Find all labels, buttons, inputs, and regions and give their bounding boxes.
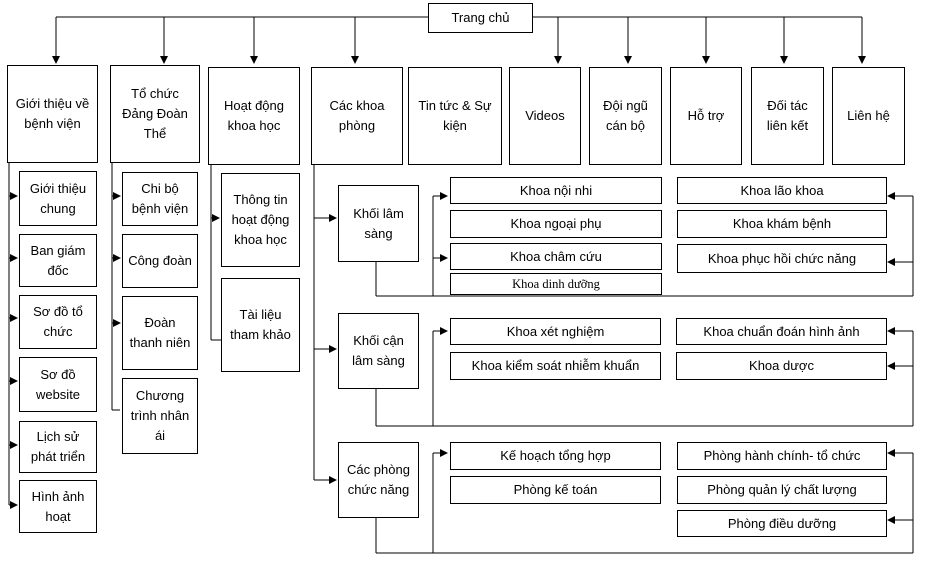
node-ke-hoach-tong-hop[interactable]: Kế hoạch tổng hợp xyxy=(450,442,661,470)
menu-doi-tac[interactable]: Đối tác liên kết xyxy=(751,67,824,165)
menu-lien-he[interactable]: Liên hệ xyxy=(832,67,905,165)
node-so-do-website[interactable]: Sơ đồ website xyxy=(19,357,97,412)
node-hinh-anh-hoat[interactable]: Hình ảnh hoạt xyxy=(19,480,97,533)
node-khoa-kham-benh[interactable]: Khoa khám bệnh xyxy=(677,210,887,238)
node-doan-thanh-nien[interactable]: Đoàn thanh niên xyxy=(122,296,198,370)
node-khoa-xet-nghiem[interactable]: Khoa xét nghiệm xyxy=(450,318,661,345)
menu-gioi-thieu[interactable]: Giới thiệu về bệnh viện xyxy=(7,65,98,163)
node-tai-lieu-tham-khao[interactable]: Tài liệu tham khảo xyxy=(221,278,300,372)
menu-to-chuc[interactable]: Tổ chức Đảng Đoàn Thể xyxy=(110,65,200,163)
node-khoa-noi-nhi[interactable]: Khoa nội nhi xyxy=(450,177,662,204)
node-phong-hanh-chinh-to-chuc[interactable]: Phòng hành chính- tổ chức xyxy=(677,442,887,470)
root-node-trang-chu[interactable]: Trang chủ xyxy=(428,3,533,33)
node-khoi-can-lam-sang[interactable]: Khối cận lâm sàng xyxy=(338,313,419,389)
menu-cac-khoa-phong[interactable]: Các khoa phòng xyxy=(311,67,403,165)
node-khoa-chuan-doan-hinh-anh[interactable]: Khoa chuẩn đoán hình ảnh xyxy=(676,318,887,345)
node-khoa-dinh-duong[interactable]: Khoa dinh dưỡng xyxy=(450,273,662,295)
node-so-do-to-chuc[interactable]: Sơ đồ tổ chức xyxy=(19,295,97,349)
node-cong-doan[interactable]: Công đoàn xyxy=(122,234,198,288)
node-khoa-lao-khoa[interactable]: Khoa lão khoa xyxy=(677,177,887,204)
node-khoa-cham-cuu[interactable]: Khoa châm cứu xyxy=(450,243,662,270)
node-chuong-trinh-nhan-ai[interactable]: Chương trình nhân ái xyxy=(122,378,198,454)
node-phong-ke-toan[interactable]: Phòng kế toán xyxy=(450,476,661,504)
node-khoa-kiem-soat-nhiem-khuan[interactable]: Khoa kiểm soát nhiễm khuẩn xyxy=(450,352,661,380)
node-phong-dieu-duong[interactable]: Phòng điều dưỡng xyxy=(677,510,887,537)
node-phong-quan-ly-chat-luong[interactable]: Phòng quản lý chất lượng xyxy=(677,476,887,504)
node-ban-giam-doc[interactable]: Ban giám đốc xyxy=(19,234,97,287)
menu-tin-tuc[interactable]: Tin tức & Sự kiện xyxy=(408,67,502,165)
menu-ho-tro[interactable]: Hỗ trợ xyxy=(670,67,742,165)
node-chi-bo[interactable]: Chi bộ bệnh viện xyxy=(122,172,198,226)
node-khoa-phuc-hoi-chuc-nang[interactable]: Khoa phục hồi chức năng xyxy=(677,244,887,273)
menu-videos[interactable]: Videos xyxy=(509,67,581,165)
node-khoa-ngoai-phu[interactable]: Khoa ngoại phụ xyxy=(450,210,662,238)
menu-hoat-dong-khoa-hoc[interactable]: Hoạt động khoa học xyxy=(208,67,300,165)
menu-doi-ngu[interactable]: Đội ngũ cán bộ xyxy=(589,67,662,165)
node-lich-su-phat-trien[interactable]: Lịch sử phát triển xyxy=(19,421,97,473)
node-khoi-lam-sang[interactable]: Khối lâm sàng xyxy=(338,185,419,262)
node-thong-tin-hoat-dong[interactable]: Thông tin hoạt động khoa học xyxy=(221,173,300,267)
node-gioi-thieu-chung[interactable]: Giới thiệu chung xyxy=(19,171,97,226)
node-khoa-duoc[interactable]: Khoa dược xyxy=(676,352,887,380)
node-cac-phong-chuc-nang[interactable]: Các phòng chức năng xyxy=(338,442,419,518)
